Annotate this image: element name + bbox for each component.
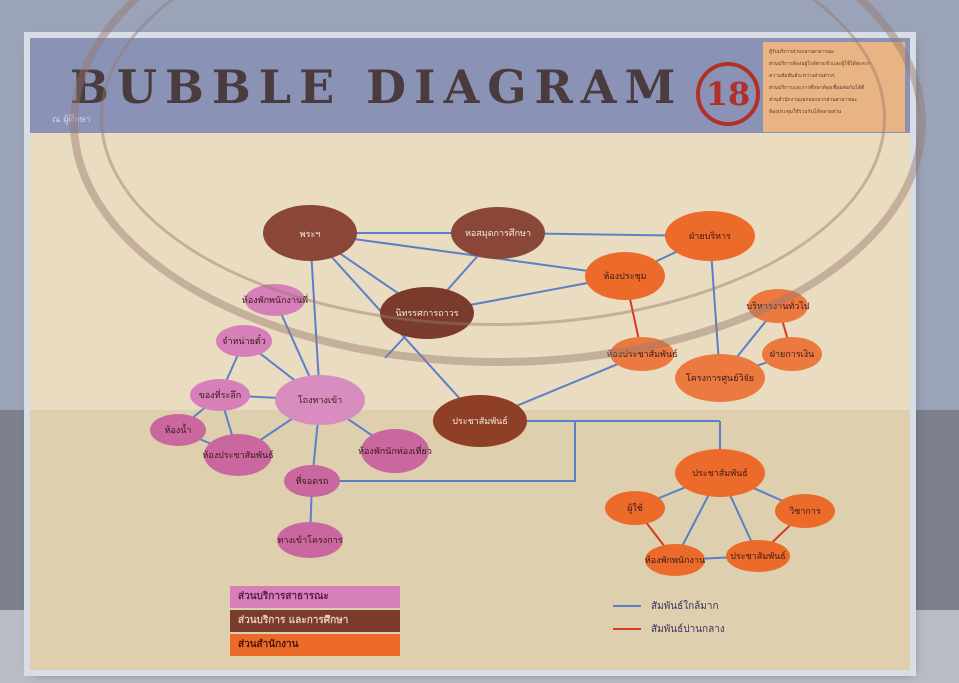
node-n5 — [150, 414, 206, 446]
node-n6-label: ห้องประชาสัมพันธ์ — [202, 449, 273, 461]
node-o7 — [675, 449, 765, 497]
link — [309, 232, 626, 277]
red-line-swatch — [613, 628, 641, 630]
poster-board: BUBBLE DIAGRAM ณ ผู้ศึกษา 18 ผู้รับบริกา… — [30, 38, 910, 670]
notes-panel: ผู้รับบริการส่วนกลางสาธารณะ ส่วนบริการต้… — [763, 42, 905, 132]
node-n4-label: โถงทางเข้า — [298, 395, 342, 406]
title-band: BUBBLE DIAGRAM ณ ผู้ศึกษา 18 ผู้รับบริกา… — [30, 38, 910, 133]
node-n8-label: ที่จอดรถ — [296, 474, 329, 487]
node-n1 — [245, 284, 305, 316]
node-o5-label: บริหารงานทั่วไป — [746, 299, 809, 312]
pink-nodes: ห้องพักพนักงานพี่ จำหน่ายตั๋ว ของที่ระลึ… — [150, 284, 432, 558]
note-line: ความสัมพันธ์ระหว่างส่วนต่างๆ — [769, 73, 835, 79]
blue-line-swatch — [613, 605, 641, 607]
legend-service-zone: ส่วนบริการ และการศึกษา — [230, 610, 400, 632]
node-o4 — [675, 354, 765, 402]
link — [312, 421, 576, 482]
orange-nodes: ฝ่ายบริหาร ห้องประชุม ห้องประชาสัมพันธ์ … — [585, 211, 835, 576]
node-o11 — [726, 540, 790, 572]
node-b4-label: ประชาสัมพันธ์ — [452, 415, 508, 427]
node-o10 — [645, 544, 705, 576]
node-o10-label: ห้องพักพนักงาน — [645, 555, 705, 566]
sheet-number: 18 — [696, 62, 760, 126]
note-line: ผู้รับบริการส่วนกลางสาธารณะ — [769, 49, 835, 55]
node-n5-label: ห้องน้ำ — [165, 423, 192, 436]
node-o5 — [748, 289, 808, 323]
node-b1-label: พระฯ — [300, 230, 321, 240]
node-n7 — [361, 429, 429, 473]
node-o3-label: ห้องประชาสัมพันธ์ — [606, 348, 677, 360]
node-o1-label: ฝ่ายบริหาร — [689, 231, 731, 242]
node-b2-label: หอสมุดการศึกษา — [465, 228, 531, 239]
bubble-diagram: พระฯ หอสมุดการศึกษา นิทรรศการถาวร ประชาส… — [150, 205, 835, 576]
note-line: ส่วนสำนักงานแยกออกจากส่วนสาธารณะ — [769, 97, 858, 103]
node-o7-label: ประชาสัมพันธ์ — [692, 467, 748, 479]
node-o4-label: โครงการศูนย์วิจัย — [686, 372, 754, 384]
node-n4 — [275, 375, 365, 425]
node-o9-label: วิชาการ — [789, 506, 821, 517]
note-line: ห้องประชุมใช้ร่วมกันได้หลายส่วน — [769, 109, 842, 115]
board-shadow — [30, 410, 910, 670]
node-o8-label: ผู้ใช้ — [627, 503, 643, 514]
node-o6 — [762, 337, 822, 371]
node-n8 — [284, 465, 340, 497]
node-n7-label: ห้องพักนักท่องเที่ยว — [358, 444, 432, 457]
node-n3-label: ของที่ระลึก — [199, 388, 242, 401]
legend-public-zone: ส่วนบริการสาธารณะ — [230, 586, 400, 608]
node-b3 — [380, 287, 474, 339]
node-o1 — [665, 211, 755, 261]
node-o11-label: ประชาสัมพันธ์ — [730, 550, 786, 562]
node-b4 — [433, 395, 527, 447]
brown-nodes: พระฯ หอสมุดการศึกษา นิทรรศการถาวร ประชาส… — [263, 205, 545, 447]
node-n9 — [277, 522, 343, 558]
node-o6-label: ฝ่ายการเงิน — [770, 349, 815, 360]
node-b2 — [451, 207, 545, 259]
note-line: ส่วนบริการต้องอยู่ใกล้ทางเข้าและผู้ใช้ได… — [769, 61, 871, 67]
node-b3-label: นิทรรศการถาวร — [395, 308, 458, 319]
node-n2 — [216, 325, 272, 357]
node-b1 — [263, 205, 357, 261]
legend-office-zone: ส่วนสำนักงาน — [230, 634, 400, 656]
node-o3 — [610, 337, 674, 371]
legend-medium-link: สัมพันธ์ปานกลาง — [613, 622, 725, 637]
node-n2-label: จำหน่ายตั๋ว — [222, 334, 266, 347]
node-n3 — [190, 379, 250, 411]
legend-medium-label: สัมพันธ์ปานกลาง — [651, 624, 725, 635]
node-n1-label: ห้องพักพนักงานพี่ — [242, 293, 308, 306]
legend-strong-link: สัมพันธ์ใกล้มาก — [613, 599, 719, 614]
legend-strong-label: สัมพันธ์ใกล้มาก — [651, 601, 719, 612]
node-o8 — [605, 491, 665, 525]
node-o9 — [775, 494, 835, 528]
node-o2 — [585, 252, 665, 300]
node-n9-label: ทางเข้าโครงการ — [277, 535, 342, 546]
node-o2-label: ห้องประชุม — [603, 271, 646, 282]
note-line: ส่วนบริการและการศึกษาต้องเชื่อมต่อกันได้… — [769, 85, 865, 91]
node-n6 — [204, 434, 272, 476]
poster-subtitle: ณ ผู้ศึกษา — [52, 115, 91, 125]
poster-title: BUBBLE DIAGRAM — [70, 60, 684, 114]
